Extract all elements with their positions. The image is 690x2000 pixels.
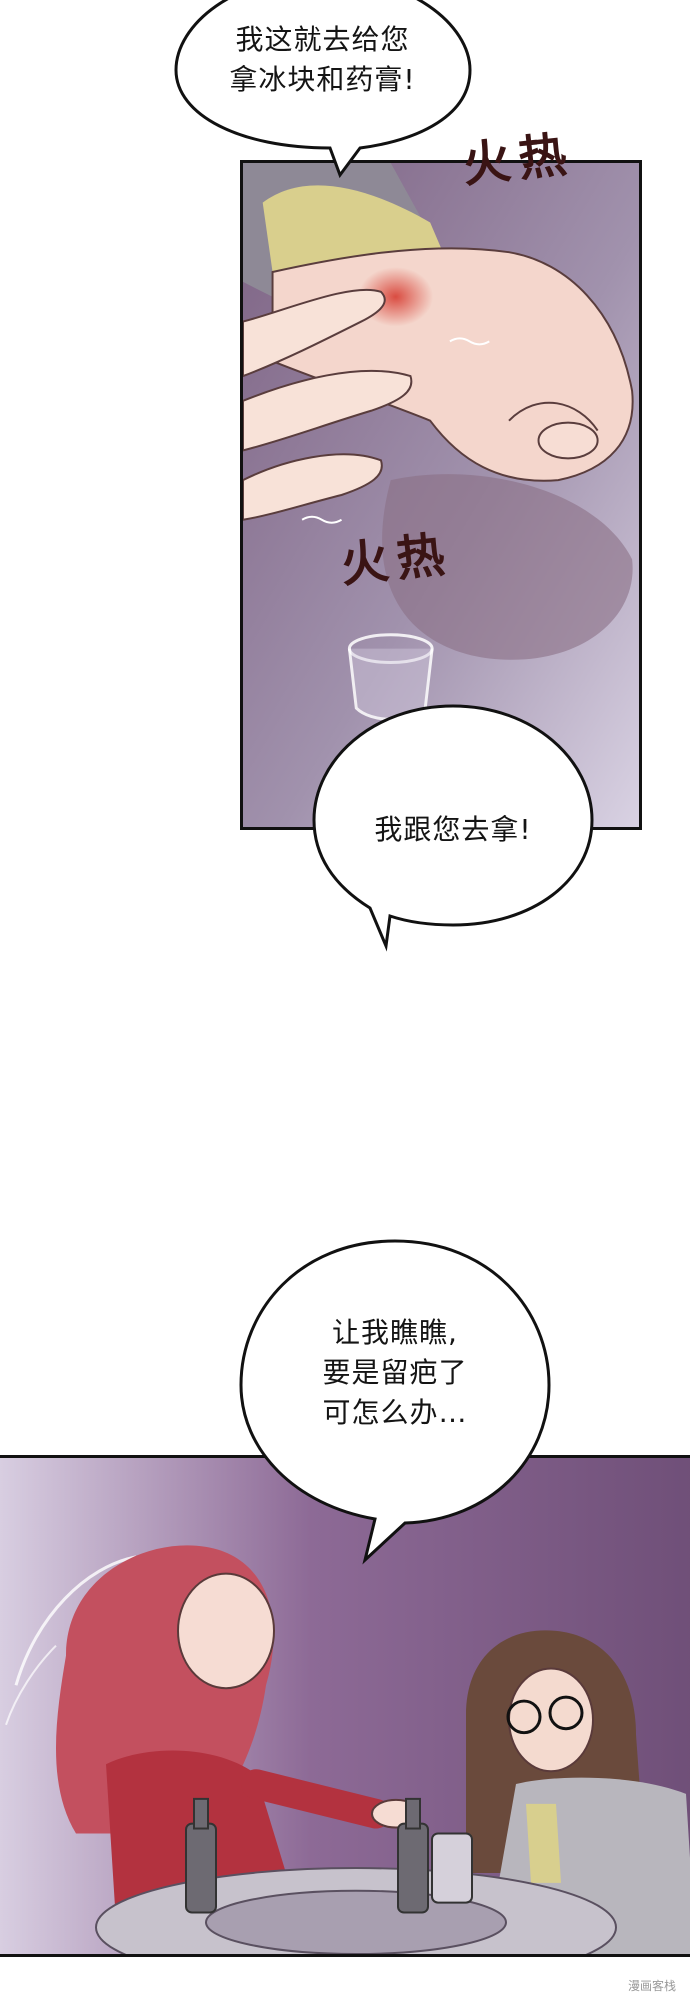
watermark: 漫画客栈 [627, 1979, 676, 1993]
bubble-2-line-1: 我跟您去拿! [374, 813, 532, 846]
speech-bubble-1-shape [174, 0, 472, 179]
panel-burned-wrist [240, 160, 642, 830]
burned-wrist-illustration [243, 163, 639, 827]
speech-bubble-3: 让我瞧瞧, 要是留疤了 可怎么办… [235, 1235, 555, 1565]
bubble-1-line-1: 我这就去给您 [235, 23, 410, 56]
speech-bubble-2-shape [312, 704, 594, 952]
sound-effect-hot-1: 火热 [459, 126, 578, 194]
speech-bubble-3-shape [239, 1239, 551, 1565]
bubble-3-line-3: 可怎么办… [322, 1396, 468, 1429]
speech-bubble-1: 我这就去给您 拿冰块和药膏! [170, 0, 475, 190]
restaurant-scene-illustration [0, 1458, 690, 1954]
bubble-3-line-1: 让我瞧瞧, [332, 1316, 458, 1349]
panel-two-women-at-table [0, 1455, 690, 1957]
bubble-3-line-2: 要是留疤了 [322, 1356, 468, 1389]
bubble-1-line-2: 拿冰块和药膏! [229, 63, 416, 96]
sound-effect-hot-2: 火热 [337, 526, 456, 594]
speech-bubble-2: 我跟您去拿! [308, 700, 598, 952]
